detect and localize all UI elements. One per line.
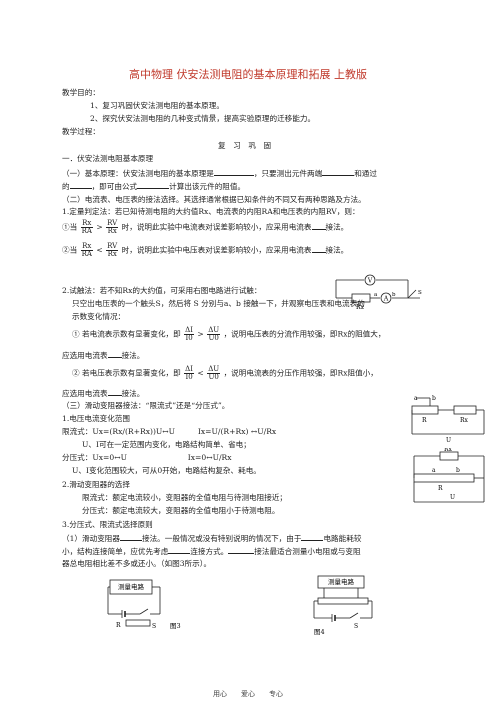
method2-line3: 示数变化情况： — [72, 312, 126, 321]
r-label: R — [438, 485, 443, 492]
goal-2: 2、探究伏安法测电阻的几种变式情景，提高实验原理的迁移能力。 — [90, 114, 316, 123]
u-label: U — [450, 494, 455, 501]
page-footer: 用心 爱心 专心 — [213, 690, 283, 698]
resistor-rx — [351, 293, 371, 303]
contact-b-label: b — [432, 395, 436, 402]
resistor-rx — [439, 451, 459, 461]
sub3-line-a: （1）滑动变阻器接法。一般情况或没有特别说明的情况下，由于电路能耗较 — [62, 534, 362, 543]
trial-2-tail: 应选用电流表接法。 — [62, 389, 145, 398]
figure-4-caption: 图4 — [314, 628, 325, 636]
figure-3-caption: 图3 — [170, 622, 181, 630]
page-title: 高中物理 伏安法测电阻的基本原理和拓展 上教版 — [129, 68, 367, 81]
ammeter-label: A — [383, 296, 389, 303]
sub3-line-c: 器总电阻相比差不多或还小。（如图3所示）。 — [62, 559, 212, 568]
divider-circuit-diagram: Rx a b R U — [413, 448, 485, 503]
goals-heading: 教学目的： — [62, 88, 100, 97]
sub1-line-a: 限流式：Ux=(Rx/(R+Rx))U↔U Ix=U/(R+Rx) ↔U/Rx — [62, 427, 277, 436]
sub1-line-d: U、I变化范围较大，可从0开始，电路结构复杂、耗电。 — [72, 466, 261, 475]
part2-heading: （二）电流表、电压表的接法选择。其选择通常根据已知条件的不同又有两种思路及方法。 — [62, 195, 366, 204]
r-label: R — [422, 417, 427, 424]
sub1-heading: 1.电压电流变化范围 — [62, 414, 130, 423]
basic-line-1: （一）基本原理：伏安法测电阻的基本原理是，只要测出元件两端和通过 — [62, 169, 377, 178]
rx-label: Rx — [356, 304, 365, 310]
trial-circuit-diagram: V A Rx a b S — [335, 274, 422, 310]
method1: 1.定量判定法：若已知待测电阻的大约值Rx、电流表的内阻RA和电压表的内阻RV，… — [62, 207, 360, 216]
sub2-line-b: 分压式：额定电流较大，变阻器的全值电阻小于待测电阻。 — [82, 506, 280, 515]
contact-a-label: a — [414, 395, 418, 402]
measurement-box — [317, 575, 365, 589]
sub1-line-c: 分压式：Ux=0↔U Ix=0↔U/Rx — [62, 453, 232, 462]
process-heading: 教学过程： — [62, 127, 100, 136]
basic-line-2: 的，即可由公式计算出该元件的阻值。 — [62, 182, 246, 191]
trial-1-tail: 应选用电流表接法。 — [62, 351, 145, 360]
figure-4-circuit: 测量电路 S 图4 — [313, 575, 373, 636]
u-label: U — [446, 437, 451, 444]
rheostat — [413, 473, 475, 483]
sub2-line-a: 限流式：额定电流较小，变阻器的全值电阻与待测电阻接近； — [82, 493, 288, 502]
sub3-heading: 3.分压式、限流式选择原则 — [62, 520, 153, 529]
voltmeter-icon — [364, 274, 376, 286]
ammeter-icon — [380, 292, 392, 304]
s-label: S — [354, 623, 358, 630]
figure-3-circuit: 测量电路 R S 图3 — [107, 579, 181, 630]
figure-3-box-label: 测量电路 — [118, 582, 145, 591]
rheostat — [125, 619, 151, 627]
contact-a-label: a — [432, 467, 436, 474]
resistor-rx — [453, 405, 477, 415]
sub3-line-b: 小，结构连接简单，应优先考虑连接方式。接法最适合测量小电阻或与变阻 — [62, 547, 361, 556]
contact-b-label: b — [392, 292, 396, 298]
sub1-line-b: U、I可在一定范围内变化，电路结构简单、省电； — [82, 440, 251, 449]
figure-4-box-label: 测量电路 — [328, 577, 355, 586]
part1-heading: 一．伏安法测电阻基本原理 — [62, 154, 154, 163]
method2: 2.试触法：若不知Rx的大约值，可采用右图电路进行试触： — [62, 286, 262, 295]
rx-label: Rx — [444, 448, 453, 453]
rx-label: Rx — [460, 417, 469, 424]
section-heading: 复 习 巩 固 — [218, 141, 272, 150]
r-label: R — [116, 622, 121, 629]
rheostat — [411, 405, 439, 415]
contact-a-label: a — [374, 292, 378, 298]
goal-1: 1、复习巩固伏安法测电阻的基本原理。 — [90, 101, 224, 110]
part3-heading: （三）滑动变阻器接法：“限流式”还是“分压式”。 — [62, 401, 230, 410]
method2-line2: 只空出电压表的一个触头S，然后将 S 分别与a、b 接触一下，并观察电压表和电流… — [72, 299, 365, 308]
contact-b-label: b — [456, 467, 460, 474]
limiting-circuit-diagram: a b R Rx U — [411, 395, 485, 444]
switch-s-label: S — [418, 290, 422, 296]
voltmeter-label: V — [367, 278, 373, 285]
s-label: S — [152, 623, 156, 630]
sub2-heading: 2.滑动变阻器的选择 — [62, 480, 130, 489]
rheostat — [317, 597, 369, 605]
